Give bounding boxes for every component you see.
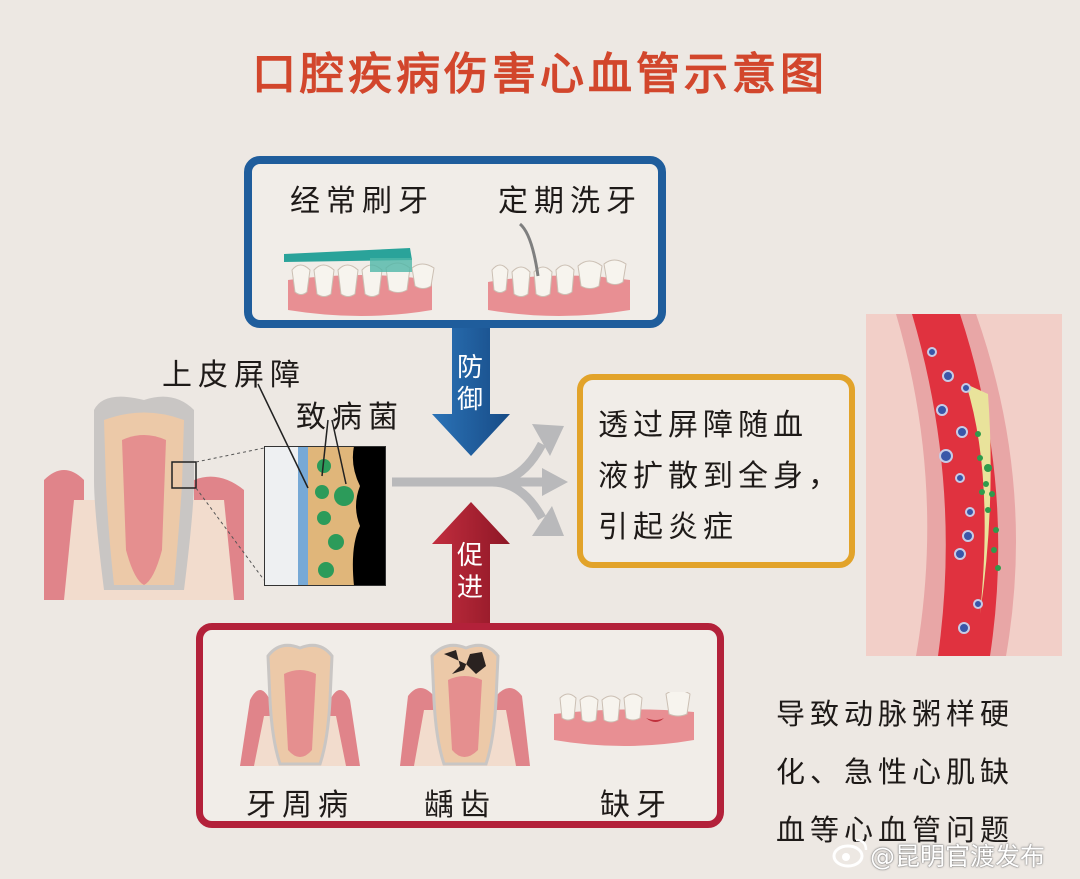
epithelial-barrier-label: 上皮屏障 bbox=[162, 358, 306, 393]
periodontal-tooth-icon bbox=[240, 643, 360, 766]
result-line: 透过屏障随血 bbox=[598, 408, 808, 443]
promote-arrow-label: 促 bbox=[456, 541, 483, 571]
defense-item-label: 经常刷牙 bbox=[290, 184, 434, 219]
watermark: @昆明官渡发布 bbox=[870, 842, 1046, 871]
tooth-cross-section-icon bbox=[44, 396, 244, 600]
outcome-line: 化、急性心肌缺 bbox=[776, 755, 1015, 789]
defense-arrow-icon bbox=[432, 328, 510, 456]
outcome-line: 导致动脉粥样硬 bbox=[776, 697, 1015, 731]
result-line: 液扩散到全身， bbox=[598, 459, 843, 494]
promote-arrow-label: 进 bbox=[456, 573, 483, 603]
toothbrush-teeth-icon bbox=[284, 248, 435, 316]
page-title: 口腔疾病伤害心血管示意图 bbox=[252, 49, 828, 100]
defense-arrow-label: 防 bbox=[456, 353, 483, 383]
artery-plaque-icon bbox=[866, 314, 1062, 656]
zoom-guide-lines bbox=[195, 447, 265, 581]
pathogen-label: 致病菌 bbox=[296, 400, 404, 435]
promote-arrow-icon bbox=[432, 502, 510, 626]
result-line: 引起炎症 bbox=[598, 510, 738, 545]
result-text: 透过屏障随血 液扩散到全身， 引起炎症 bbox=[598, 400, 843, 553]
weibo-logo-icon bbox=[832, 838, 868, 868]
spread-flow-arrow-icon bbox=[392, 424, 568, 536]
epithelial-barrier-zoom-icon bbox=[264, 446, 386, 586]
promote-item-label: 龋齿 bbox=[424, 788, 496, 823]
outcome-text: 导致动脉粥样硬 化、急性心肌缺 血等心血管问题 bbox=[776, 685, 1014, 859]
promote-item-label: 牙周病 bbox=[246, 788, 354, 823]
promote-item-label: 缺牙 bbox=[600, 788, 672, 823]
outcome-line: 血等心血管问题 bbox=[776, 813, 1015, 847]
result-box bbox=[577, 374, 855, 568]
dental-scaling-icon bbox=[488, 222, 630, 316]
defense-arrow-label: 御 bbox=[456, 385, 483, 415]
cavity-tooth-icon bbox=[400, 643, 530, 766]
missing-tooth-icon bbox=[554, 692, 694, 746]
label-leader-lines bbox=[257, 383, 347, 489]
defense-item-label: 定期洗牙 bbox=[498, 184, 642, 219]
